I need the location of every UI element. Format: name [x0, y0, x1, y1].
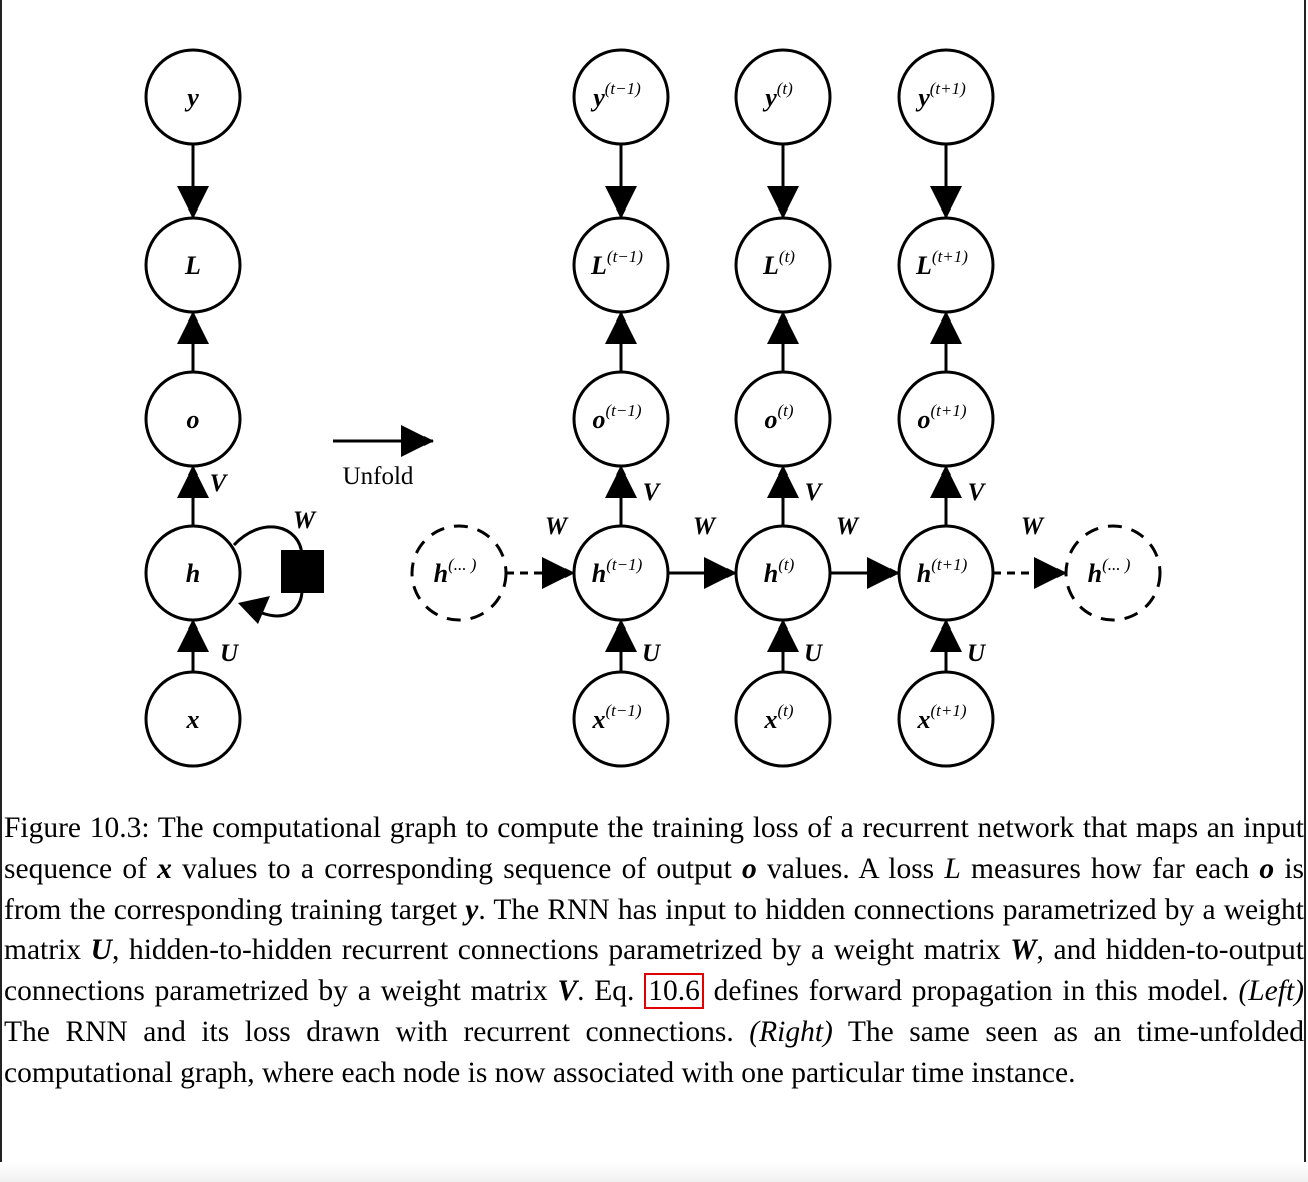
caption-part-2: values to a corresponding sequence of ou… — [171, 852, 743, 885]
left-edge-x-h-head — [177, 620, 209, 652]
caption-part-11: The RNN and its loss drawn with recurren… — [4, 1015, 750, 1048]
page-bottom-shade — [0, 1162, 1308, 1182]
step-1-node-x-label: x(t−1) — [591, 701, 641, 734]
figure-caption: Figure 10.3: The computational graph to … — [4, 808, 1304, 1094]
step-2-node-y-label: y(t) — [762, 79, 793, 112]
step-1-node-h-label: h(t−1) — [592, 555, 643, 588]
step-1-edge-o-L-head — [605, 312, 637, 344]
step-1-edge-label-U: U — [642, 640, 662, 667]
left-node-h-label: h — [186, 559, 200, 588]
edge-label-W-1: W — [545, 513, 569, 540]
step-1-edge-label-V: V — [643, 479, 662, 506]
boundary-node-left-label: h(... ) — [434, 555, 477, 588]
caption-part-5: is from the corresponding training targe… — [4, 852, 1305, 926]
step-3-node-y-label: y(t+1) — [915, 79, 966, 112]
caption-part-4: measures how far each — [960, 852, 1260, 885]
caption-part-6: . The RNN has input to hidden connection… — [4, 893, 1304, 967]
step-3-edge-h-o-head — [930, 466, 962, 498]
step-3-node-L-label: L(t+1) — [915, 247, 968, 280]
equation-ref-link[interactable]: 10.6 — [644, 973, 704, 1010]
step-3-edge-label-V: V — [968, 479, 987, 506]
step-1-node-o-label: o(t−1) — [592, 401, 641, 434]
left-node-x-label: x — [186, 705, 200, 734]
left-edge-o-L-head — [177, 312, 209, 344]
left-node-y-label: y — [184, 83, 199, 112]
left-edge-h-o-head — [177, 466, 209, 498]
step-3-edge-x-h-head — [930, 620, 962, 652]
step-2-edge-h-o-head — [767, 466, 799, 498]
caption-var-L: L — [944, 852, 961, 885]
step-3-edge-y-L-head — [930, 186, 962, 218]
caption-part-9: . Eq. — [577, 975, 645, 1008]
boundary-node-right-label: h(... ) — [1088, 555, 1131, 588]
left-delay-square — [281, 550, 324, 593]
caption-part-7: , hidden-to-hidden recurrent connections… — [111, 934, 1011, 967]
left-recurrent-arrow-head — [238, 596, 270, 624]
caption-part-10: defines forward propagation in this mode… — [703, 975, 1239, 1008]
edge-label-W-4: W — [1021, 513, 1045, 540]
edge-h-prev-to-step-1-head — [542, 557, 574, 589]
step-2-node-L-label: L(t) — [762, 247, 795, 280]
step-2-node-o-label: o(t) — [764, 401, 793, 434]
left-edge-label-U: U — [220, 640, 240, 667]
caption-part-8: , and hidden-to-output connections param… — [4, 934, 1304, 1008]
step-1-edge-y-L-head — [605, 186, 637, 218]
step-3-node-x-label: x(t+1) — [916, 701, 966, 734]
step-3-edge-o-L-head — [930, 312, 962, 344]
caption-var-V: V — [557, 975, 578, 1008]
step-2-edge-label-V: V — [805, 479, 824, 506]
caption-left-tag: (Left) — [1238, 975, 1304, 1008]
caption-var-o-2: o — [1259, 852, 1275, 885]
left-edge-y-L-head — [177, 186, 209, 218]
caption-part-3: values. A loss — [756, 852, 945, 885]
step-1-node-L-label: L(t−1) — [590, 247, 643, 280]
step-2-edge-y-L-head — [767, 186, 799, 218]
unfold-label: Unfold — [343, 463, 414, 490]
step-2-node-h-label: h(t) — [764, 555, 795, 588]
step-3-node-o-label: o(t+1) — [917, 401, 966, 434]
left-edge-label-W: W — [293, 507, 317, 534]
edge-h-step-1-to-step-2-head — [704, 557, 736, 589]
edge-h-step-2-to-step-3-head — [867, 557, 899, 589]
caption-var-y: y — [465, 893, 479, 926]
left-node-L-label: L — [184, 251, 201, 280]
left-edge-label-V: V — [210, 470, 229, 497]
caption-var-U: U — [90, 934, 112, 967]
step-1-node-y-label: y(t−1) — [590, 79, 641, 112]
left-node-o-label: o — [187, 405, 200, 434]
caption-var-x: x — [157, 852, 172, 885]
edge-h-step-3-to-next-head — [1034, 557, 1066, 589]
rnn-diagram: yLo h x V U W Unfold y(t−1) L(t−1) o(t−1) h(t−1) x(… — [144, 48, 1162, 768]
step-1-edge-h-o-head — [605, 466, 637, 498]
caption-right-tag: (Right) — [749, 1015, 833, 1048]
caption-part-12: The same seen as an time-unfolded comput… — [4, 1015, 1304, 1089]
edge-label-W-2: W — [693, 513, 717, 540]
caption-prefix: Figure 10.3: The computational graph to … — [4, 812, 1304, 885]
step-2-edge-label-U: U — [804, 640, 824, 667]
step-3-edge-label-U: U — [967, 640, 987, 667]
step-2-node-x-label: x(t) — [763, 701, 793, 734]
caption-var-o: o — [742, 852, 757, 885]
step-2-edge-x-h-head — [767, 620, 799, 652]
unfold-arrow-head — [401, 425, 433, 457]
edge-label-W-3: W — [836, 513, 860, 540]
step-2-edge-o-L-head — [767, 312, 799, 344]
step-3-node-h-label: h(t+1) — [917, 555, 968, 588]
step-1-edge-x-h-head — [605, 620, 637, 652]
caption-var-W: W — [1010, 934, 1037, 967]
